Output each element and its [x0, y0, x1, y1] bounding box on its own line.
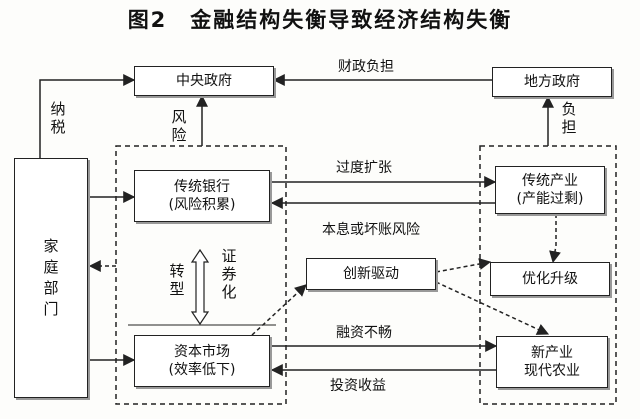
local-gov-label: 地方政府: [524, 74, 580, 90]
label-risk: 风险: [171, 108, 187, 144]
label-securitization: 证券化: [221, 247, 237, 301]
label-burden: 负担: [561, 100, 577, 136]
node-household: 家庭部门: [14, 158, 88, 398]
household-label: 家庭部门: [43, 237, 59, 318]
new-ind-line1: 新产业: [531, 345, 573, 361]
figure-title: 图2 金融结构失衡导致经济结构失衡: [127, 8, 513, 32]
central-gov-label: 中央政府: [176, 73, 232, 89]
trad-ind-line1: 传统产业: [522, 173, 578, 189]
trad-bank-line2: (风险积累): [168, 197, 236, 213]
trad-bank-line1: 传统银行: [174, 179, 230, 195]
node-new-industry: 新产业 现代农业: [496, 336, 608, 388]
transform-double-arrow: [190, 248, 210, 326]
node-local-government: 地方政府: [492, 67, 612, 97]
capital-mkt-line2: (效率低下): [168, 362, 236, 378]
innovation-label: 创新驱动: [343, 266, 399, 282]
node-central-government: 中央政府: [134, 66, 274, 96]
capital-mkt-line1: 资本市场: [174, 344, 230, 360]
label-overexpansion: 过度扩张: [336, 160, 392, 176]
node-optimization-upgrade: 优化升级: [490, 262, 610, 296]
finance-group-box: [115, 145, 287, 405]
trad-ind-line2: (产能过剩): [516, 191, 584, 207]
market-to-innovation-dashed: [251, 284, 307, 336]
node-innovation-driven: 创新驱动: [306, 258, 436, 290]
node-traditional-industry: 传统产业 (产能过剩): [495, 166, 605, 214]
node-traditional-bank: 传统银行 (风险积累): [134, 170, 270, 222]
tradind-to-upgrade-dashed: [549, 214, 561, 264]
label-tax: 纳税: [50, 100, 66, 136]
label-interest-risk: 本息或坏账风险: [322, 222, 420, 238]
label-transform: 转型: [169, 262, 185, 298]
upgrade-label: 优化升级: [522, 271, 578, 287]
innovation-to-upgrade-dashed: [435, 258, 492, 273]
new-ind-line2: 现代农业: [524, 363, 580, 379]
label-financing-blocked: 融资不畅: [336, 325, 392, 341]
tax-arrow: [39, 74, 136, 158]
node-capital-market: 资本市场 (效率低下): [134, 335, 270, 387]
label-investment-return: 投资收益: [330, 378, 386, 394]
label-fiscal-burden: 财政负担: [338, 59, 394, 75]
